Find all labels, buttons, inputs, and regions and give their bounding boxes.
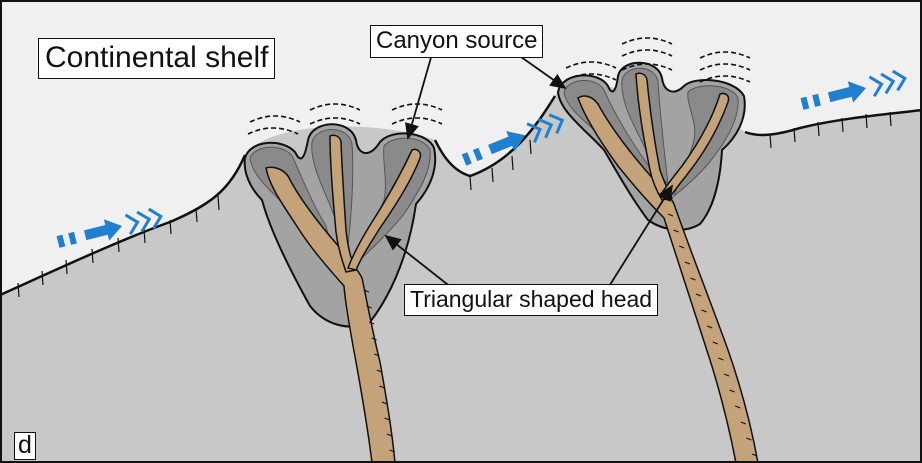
continental-shelf-label: Continental shelf	[38, 38, 275, 79]
canyon-source-label: Canyon source	[370, 25, 543, 58]
panel-letter: d	[14, 432, 36, 460]
triangular-head-label: Triangular shaped head	[404, 284, 658, 316]
